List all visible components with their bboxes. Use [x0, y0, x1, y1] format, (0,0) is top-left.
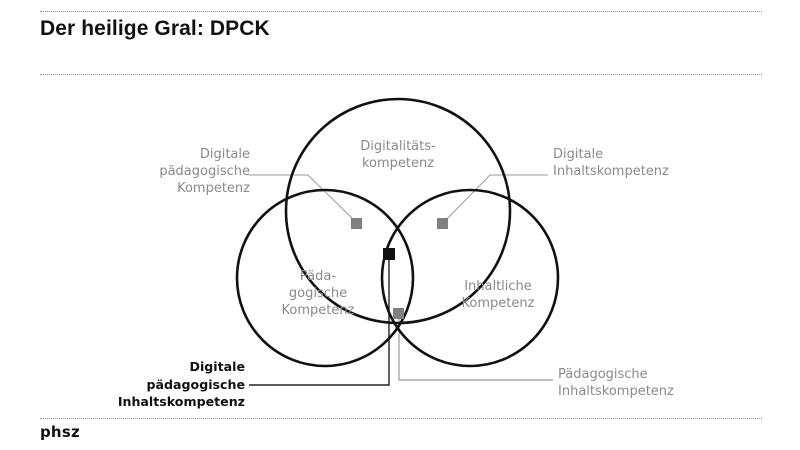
- footer-logo: phsz: [40, 423, 80, 441]
- marker-digital-pedagogical-content: [383, 248, 395, 260]
- page-title: Der heilige Gral: DPCK: [40, 17, 270, 40]
- top-divider: [40, 11, 762, 12]
- circle-content: [380, 188, 560, 368]
- footer-divider: [40, 418, 762, 419]
- marker-pedagogical-content: [393, 308, 404, 319]
- circle-pedagogical: [235, 188, 415, 368]
- label-digital-pedagogical-competence: Digitale pädagogische Kompetenz: [159, 147, 250, 196]
- marker-digital-content: [437, 218, 448, 229]
- label-digital-pedagogical-content-competence: Digitale pädagogische Inhaltskompetenz: [117, 359, 245, 409]
- label-digitality-competence: Digitalitäts- kompetenz: [360, 139, 436, 171]
- leader-line-digital-pedagogical-content: [249, 254, 390, 386]
- marker-digital-pedagogical: [351, 218, 362, 229]
- title-divider: [40, 74, 762, 75]
- label-content-competence: Inhaltliche Kompetenz: [461, 279, 535, 311]
- label-pedagogical-competence: Päda- gogische Kompetenz: [281, 269, 355, 318]
- leader-line-pedagogical-content: [398, 313, 553, 381]
- leader-line-digital-pedagogical: [249, 174, 358, 224]
- label-digital-content-competence: Digitale Inhaltskompetenz: [553, 147, 669, 179]
- circle-digitality: [284, 97, 512, 325]
- label-pedagogical-content-competence: Pädagogische Inhaltskompetenz: [558, 367, 674, 399]
- leader-line-digital-content: [442, 174, 548, 224]
